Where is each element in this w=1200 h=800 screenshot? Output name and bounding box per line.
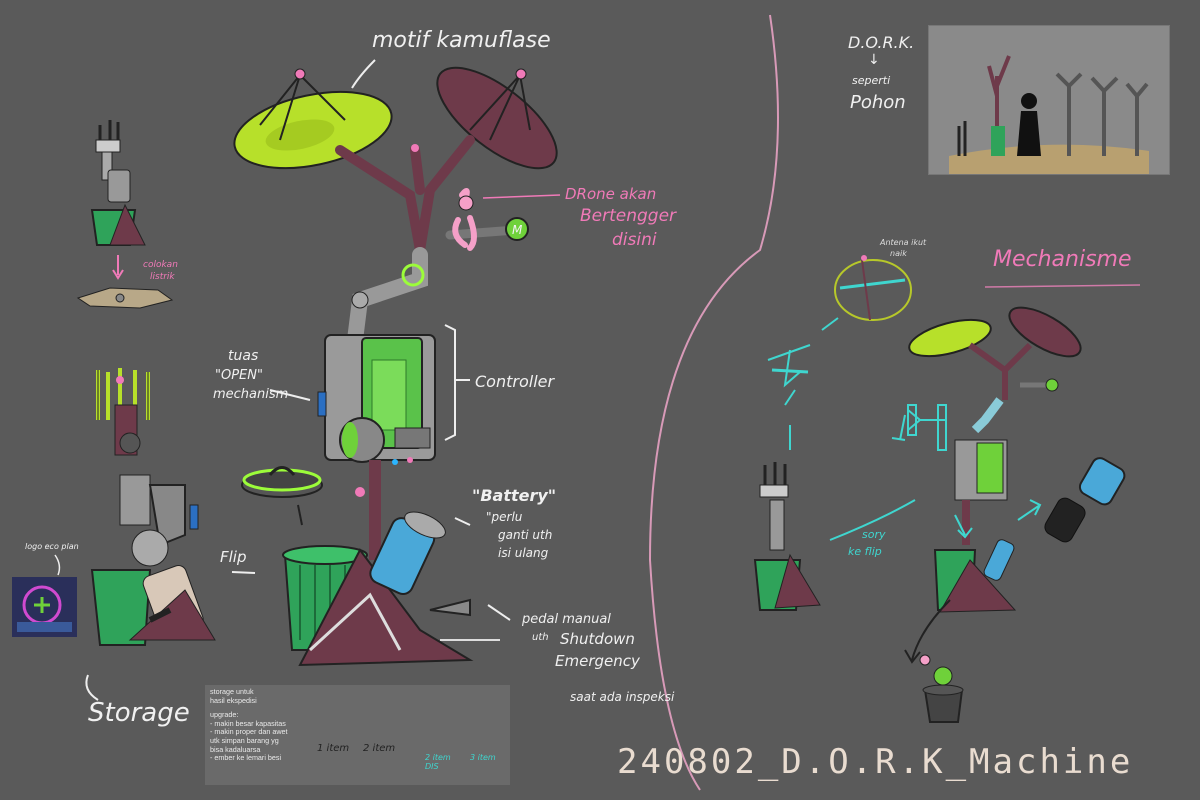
note-line: storage untuk <box>210 687 254 696</box>
label-controller: Controller <box>475 372 555 391</box>
item-count-4: 3 item <box>470 753 496 762</box>
mechanism-diagram <box>753 255 1126 723</box>
label-mechanisme: Mechanisme <box>993 247 1132 272</box>
item-count-2: 2 item <box>363 743 396 754</box>
note-line: utk simpan barang yg <box>210 735 279 745</box>
tree-comparison-thumbnail <box>928 25 1170 175</box>
label-pedal-4: Emergency <box>555 652 640 670</box>
label-drone-2: Bertengger <box>580 206 677 226</box>
note-line: - ember ke lemari besi <box>210 753 282 763</box>
label-lever-1: tuas <box>228 348 259 364</box>
label-colokan-2: listrik <box>150 272 175 282</box>
note-line: - makin besar kapasitas <box>210 718 286 728</box>
label-camouflage: motif kamuflase <box>372 28 551 53</box>
small-machine-top-left <box>76 120 174 309</box>
eco-plan-logo <box>12 577 77 637</box>
label-pohon: Pohon <box>850 92 906 113</box>
note-line: - makin proper dan awet <box>210 727 288 737</box>
label-sorry-2: ke flip <box>848 545 882 558</box>
note-line: hasil ekspedisi <box>210 695 257 705</box>
notes-text: storage untuk hasil ekspedisi upgrade: -… <box>210 687 320 763</box>
item-count-3: 2 item DIS <box>425 753 451 771</box>
label-flip: Flip <box>220 548 247 566</box>
storage-upgrade-notes: storage untuk hasil ekspedisi upgrade: -… <box>205 685 510 785</box>
label-antenna-1: Antena ikut <box>880 238 927 247</box>
label-battery-3: isi ulang <box>498 546 549 560</box>
label-lever-2: "OPEN" <box>215 368 263 383</box>
label-antenna-2: naik <box>890 249 907 258</box>
label-seperti: seperti <box>852 74 891 87</box>
section-divider <box>648 14 779 791</box>
label-pedal-1: pedal manual <box>522 612 611 627</box>
label-battery: "Battery" <box>472 486 557 505</box>
label-lever-3: mechanism <box>213 387 289 402</box>
label-drone-1: DRone akan <box>565 185 657 203</box>
label-dork: D.O.R.K. <box>848 33 915 52</box>
svg-text:M: M <box>512 223 523 237</box>
label-drone-3: disini <box>612 230 657 250</box>
label-colokan-1: colokan <box>143 260 178 270</box>
label-sorry-1: sory <box>862 528 886 541</box>
page-title: 240802_D.O.R.K_Machine <box>617 742 1134 782</box>
label-logo: logo eco plan <box>25 542 79 551</box>
label-battery-2: ganti uth <box>498 528 553 542</box>
arrow-down-icon: ↓ <box>868 52 880 68</box>
label-battery-1: "perlu <box>486 510 523 524</box>
item-count-1: 1 item <box>317 743 350 754</box>
label-pedal-3: Shutdown <box>560 630 635 648</box>
note-line: upgrade: <box>210 710 239 720</box>
thumbnail-sketch <box>949 55 1149 174</box>
note-line: bisa kadaluarsa <box>210 744 261 754</box>
label-pedal-2: uth <box>532 632 549 643</box>
label-pedal-5: saat ada inspeksi <box>570 690 675 704</box>
flipped-machine-left <box>90 368 256 646</box>
label-storage: Storage <box>88 698 190 728</box>
main-machine: M <box>233 66 561 667</box>
